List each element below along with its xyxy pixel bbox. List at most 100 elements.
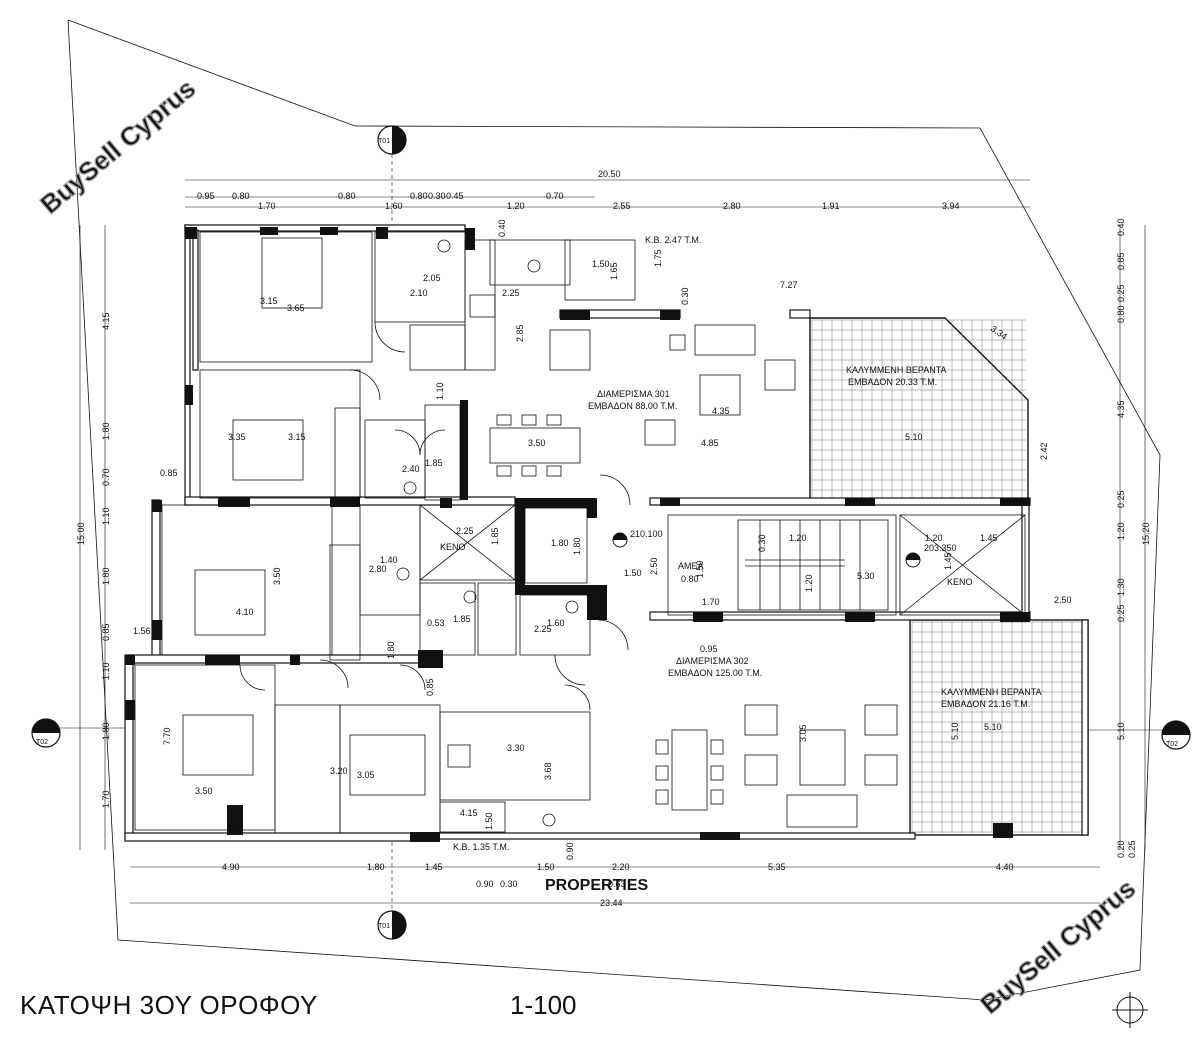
section-marker-top: T01 (377, 125, 407, 155)
bathroom-fixtures (396, 239, 579, 827)
interior-dimension: 2.50 (649, 557, 659, 575)
dim-bottom-sub-c: 0.63 (608, 879, 626, 889)
interior-dimension: 3.50 (272, 567, 282, 585)
dim-left-c: 0.70 (101, 468, 111, 486)
interior-dimension: 1.85 (490, 527, 500, 545)
void-crosses (419, 504, 1026, 616)
stairs (737, 519, 889, 611)
section-marker-bottom: T01 (377, 910, 407, 940)
interior-dimension: 3.65 (287, 303, 305, 313)
dim-left-d: 1.10 (101, 507, 111, 525)
interior-dimension: 3.35 (228, 432, 246, 442)
interior-dimension: 2.42 (1039, 442, 1049, 460)
dim-bottom-total: 23.44 (600, 898, 623, 908)
interior-dimension: 1.75 (653, 249, 663, 267)
dim-top2-c: 1.20 (507, 201, 525, 211)
interior-dimension: 2.80 (369, 564, 387, 574)
interior-dimension: 0.40 (497, 219, 507, 237)
dim-right-k: 0.20 (1116, 840, 1126, 858)
interior-dimension: 3.20 (330, 766, 348, 776)
apt302-area: ΕΜΒΑΔΟΝ 125.00 Τ.Μ. (668, 668, 762, 678)
kb-top-label: Κ.Β. 2.47 Τ.Μ. (645, 235, 701, 245)
dim-left-g: 1.10 (101, 662, 111, 680)
veranda-top-hatch (809, 317, 1029, 501)
dim-bottom-g: 4.40 (996, 862, 1014, 872)
section-marker-right: T02 (1161, 720, 1191, 750)
site-boundary (67, 19, 1161, 1001)
dim-top2-e: 2.80 (723, 201, 741, 211)
interior-dimension: 2.25 (502, 288, 520, 298)
interior-dimension: 3.50 (195, 786, 213, 796)
interior-dimension: 0.30 (680, 287, 690, 305)
interior-dimension: 1.80 (551, 538, 569, 548)
apt301-area: ΕΜΒΑΔΟΝ 88.00 Τ.Μ. (588, 401, 677, 411)
dim-top-e: 0.30 (428, 191, 446, 201)
dim-left-i: 1.70 (101, 790, 111, 808)
svg-text:T02: T02 (1166, 741, 1178, 748)
interior-dimension: 2.05 (423, 273, 441, 283)
dim-right-total: 15.20 (1141, 522, 1151, 545)
interior-dimension: 5.10 (950, 722, 960, 740)
dim-right-a: 0.40 (1116, 218, 1126, 236)
interior-dimension: 1.50 (695, 560, 705, 578)
structural-columns (125, 227, 1030, 842)
door-swings (239, 321, 631, 711)
veranda-bottom-hatch (909, 619, 1089, 836)
veranda2-name: ΚΑΛΥΜΜΕΝΗ ΒΕΡΑΝΤΑ (941, 687, 1042, 697)
interior-dimension: 1.50 (592, 259, 610, 269)
interior-partitions (134, 231, 1026, 834)
apt301-name: ΔΙΑΜΕΡΙΣΜΑ 301 (597, 389, 670, 399)
sofa-set-bottom (744, 704, 898, 828)
kb-bottom-label: Κ.Β. 1.35 Τ.Μ. (453, 842, 509, 852)
interior-dimension: 1.45 (980, 533, 998, 543)
dim-top-d: 0.80 (410, 191, 428, 201)
interior-dimension: 1.65 (609, 262, 619, 280)
dim-left-f: 0.85 (101, 623, 111, 641)
interior-dimension: 3.15 (260, 296, 278, 306)
svg-text:T01: T01 (378, 138, 390, 145)
dim-bottom-c: 1.45 (425, 862, 443, 872)
interior-dimension: 3.05 (798, 724, 808, 742)
interior-dimension: 0.30 (757, 534, 767, 552)
interior-dimension: 0.95 (700, 644, 718, 654)
interior-dimension: 2.10 (410, 288, 428, 298)
dim-top2-f: 1.91 (822, 201, 840, 211)
interior-dimension: 0.85 (160, 468, 178, 478)
level-marker-2 (905, 552, 921, 568)
apt302-name: ΔΙΑΜΕΡΙΣΜΑ 302 (676, 656, 749, 666)
svg-text:T01: T01 (378, 923, 390, 930)
veranda1-name: ΚΑΛΥΜΜΕΝΗ ΒΕΡΑΝΤΑ (846, 365, 947, 375)
interior-dimension: 1.20 (789, 533, 807, 543)
dim-right-i: 0.25 (1116, 604, 1126, 622)
dim-right-e: 4.35 (1116, 400, 1126, 418)
dim-right-c: 0.25 (1116, 284, 1126, 302)
dim-bottom-a: 4.90 (222, 862, 240, 872)
dim-left-h: 1.80 (101, 722, 111, 740)
section-marker-left: T02 (31, 718, 61, 748)
interior-dimension: 5.10 (905, 432, 923, 442)
veranda1-area: ΕΜΒΑΔΟΝ 20.33 Τ.Μ. (848, 377, 937, 387)
interior-dimension: 5.30 (857, 571, 875, 581)
dim-right-h: 1.30 (1116, 578, 1126, 596)
dim-top2-g: 3.94 (942, 201, 960, 211)
watermark-bottom-right: BuySell Cyprus (975, 873, 1141, 1020)
interior-dimension: 1.50 (624, 568, 642, 578)
interior-dimension: 0.90 (565, 842, 575, 860)
interior-dimension: 0.80 (681, 574, 699, 584)
dim-left-e: 1.80 (101, 567, 111, 585)
dim-right-l: 0.25 (1127, 840, 1137, 858)
level-label-1: 210.100 (630, 529, 663, 539)
level-marker-1 (612, 532, 628, 548)
interior-dimension: 4.10 (236, 607, 254, 617)
dim-bottom-sub-a: 0.90 (476, 879, 494, 889)
dim-top2-b: 1.60 (385, 201, 403, 211)
drawing-scale: 1-100 (510, 990, 577, 1020)
dim-right-f: 0.25 (1116, 490, 1126, 508)
dining-table-bottom (655, 729, 724, 811)
interior-dimension: 2.25 (456, 526, 474, 536)
watermark-center: PROPERTIES (545, 877, 648, 894)
dim-bottom-sub-b: 0.30 (500, 879, 518, 889)
accessible-label: ΑΜΕΑ (678, 561, 704, 571)
